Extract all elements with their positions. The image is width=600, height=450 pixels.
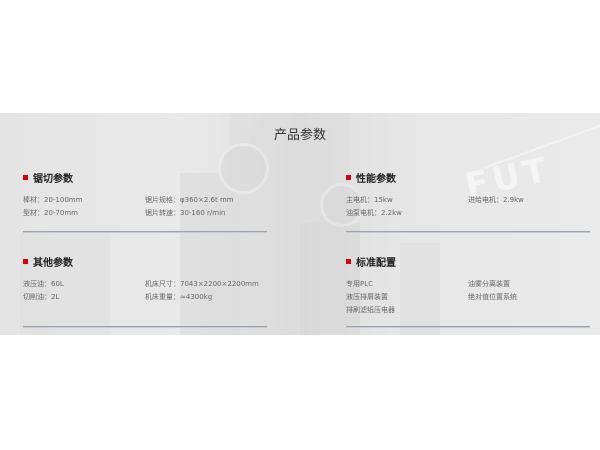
page-title: 产品参数 bbox=[273, 128, 326, 143]
param-item: 切削油：2L bbox=[23, 293, 60, 301]
param-item: 锯片转速：30-160 r/min bbox=[145, 209, 226, 217]
red-square-icon bbox=[346, 174, 351, 180]
background-machine-image bbox=[0, 113, 600, 335]
section-heading-text: 锯切参数 bbox=[33, 173, 73, 185]
section-standard-config: 标准配置 专用PLC 液压排屑装置 排刷滤纸压电器 油雾分离装置 绝对值位置系统 bbox=[346, 254, 591, 314]
red-square-icon bbox=[346, 258, 351, 264]
param-item: 液压油：60L bbox=[23, 280, 64, 288]
param-item: 油雾分离装置 bbox=[468, 280, 510, 288]
param-item: 专用PLC bbox=[346, 280, 374, 288]
param-item: 机床尺寸：7043×2200×2200mm bbox=[145, 280, 259, 288]
param-item: 锯片规格：φ360×2.6t mm bbox=[145, 196, 234, 204]
param-item: 油泵电机：2.2kw bbox=[346, 209, 402, 217]
section-heading: 性能参数 bbox=[346, 170, 591, 185]
red-square-icon bbox=[23, 174, 28, 180]
param-item: 绝对值位置系统 bbox=[468, 293, 517, 301]
red-square-icon bbox=[23, 258, 28, 264]
section-heading: 锯切参数 bbox=[23, 170, 268, 185]
section-heading-text: 性能参数 bbox=[356, 173, 396, 185]
param-item: 液压排屑装置 bbox=[346, 293, 388, 301]
section-divider bbox=[346, 231, 590, 233]
section-divider bbox=[23, 326, 267, 328]
param-item: 进给电机：2.9kw bbox=[468, 196, 524, 204]
param-item: 主电机：15kw bbox=[346, 196, 393, 204]
section-heading: 标准配置 bbox=[346, 254, 591, 269]
param-item: 型材：20-70mm bbox=[23, 209, 78, 217]
section-heading-text: 标准配置 bbox=[356, 257, 396, 269]
param-item: 棒材：20-100mm bbox=[23, 196, 83, 204]
section-performance-params: 性能参数 主电机：15kw 油泵电机：2.2kw 进给电机：2.9kw bbox=[346, 170, 591, 217]
param-item: 机床重量：≈4300kg bbox=[145, 293, 213, 301]
param-item: 排刷滤纸压电器 bbox=[346, 306, 395, 314]
section-other-params: 其他参数 液压油：60L 切削油：2L 机床尺寸：7043×2200×2200m… bbox=[23, 254, 268, 301]
section-heading-text: 其他参数 bbox=[33, 257, 73, 269]
section-sawing-params: 锯切参数 棒材：20-100mm 型材：20-70mm 锯片规格：φ360×2.… bbox=[23, 170, 268, 217]
product-params-band: FUT bbox=[0, 113, 600, 335]
section-divider bbox=[346, 326, 590, 328]
section-heading: 其他参数 bbox=[23, 254, 268, 269]
section-divider bbox=[23, 231, 267, 233]
